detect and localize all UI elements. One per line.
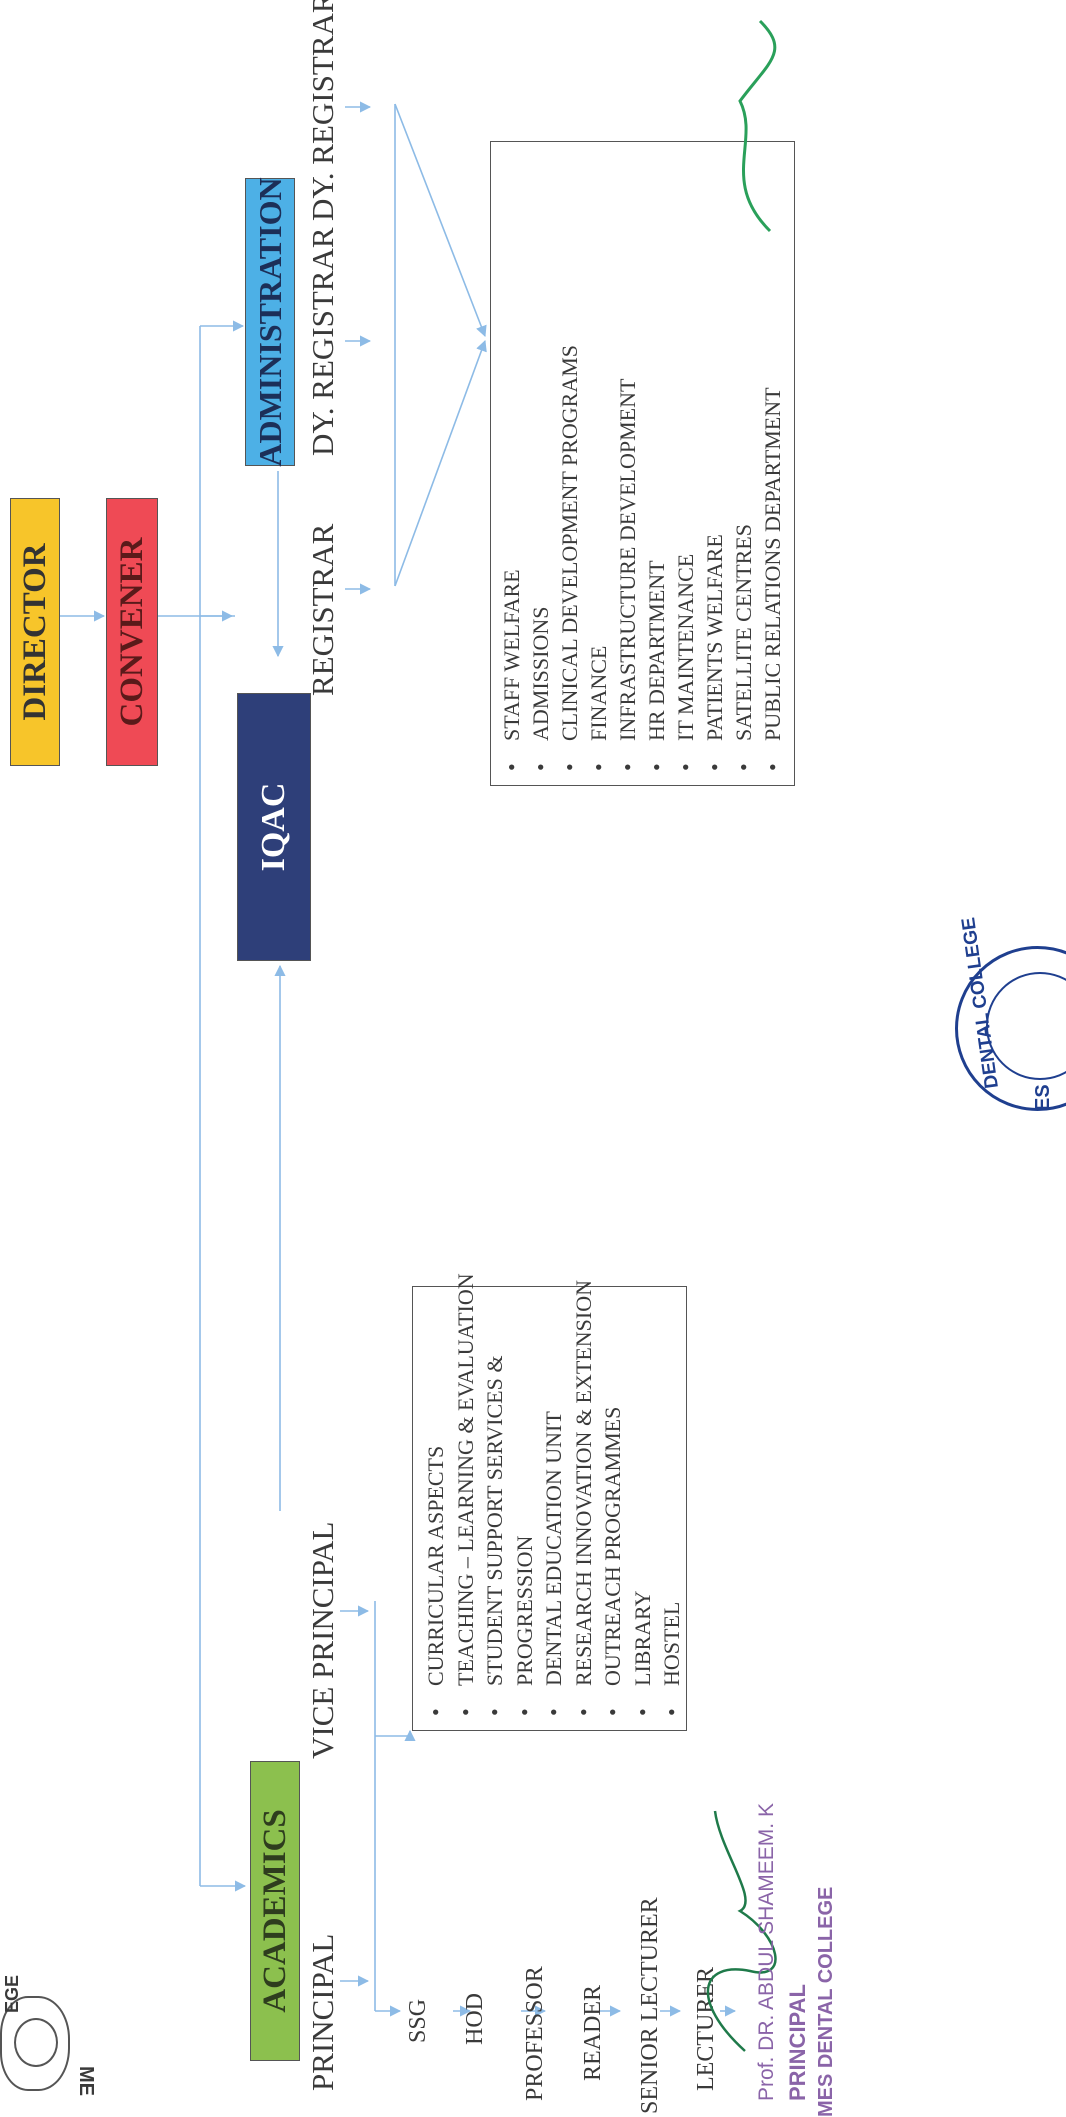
signatory-org: MES DENTAL COLLEGE (815, 1886, 837, 2117)
signatory-name: Prof. DR. ABDUL SHAMEEM. K (755, 1803, 778, 2101)
signatory-title: PRINCIPAL (785, 1984, 810, 2101)
